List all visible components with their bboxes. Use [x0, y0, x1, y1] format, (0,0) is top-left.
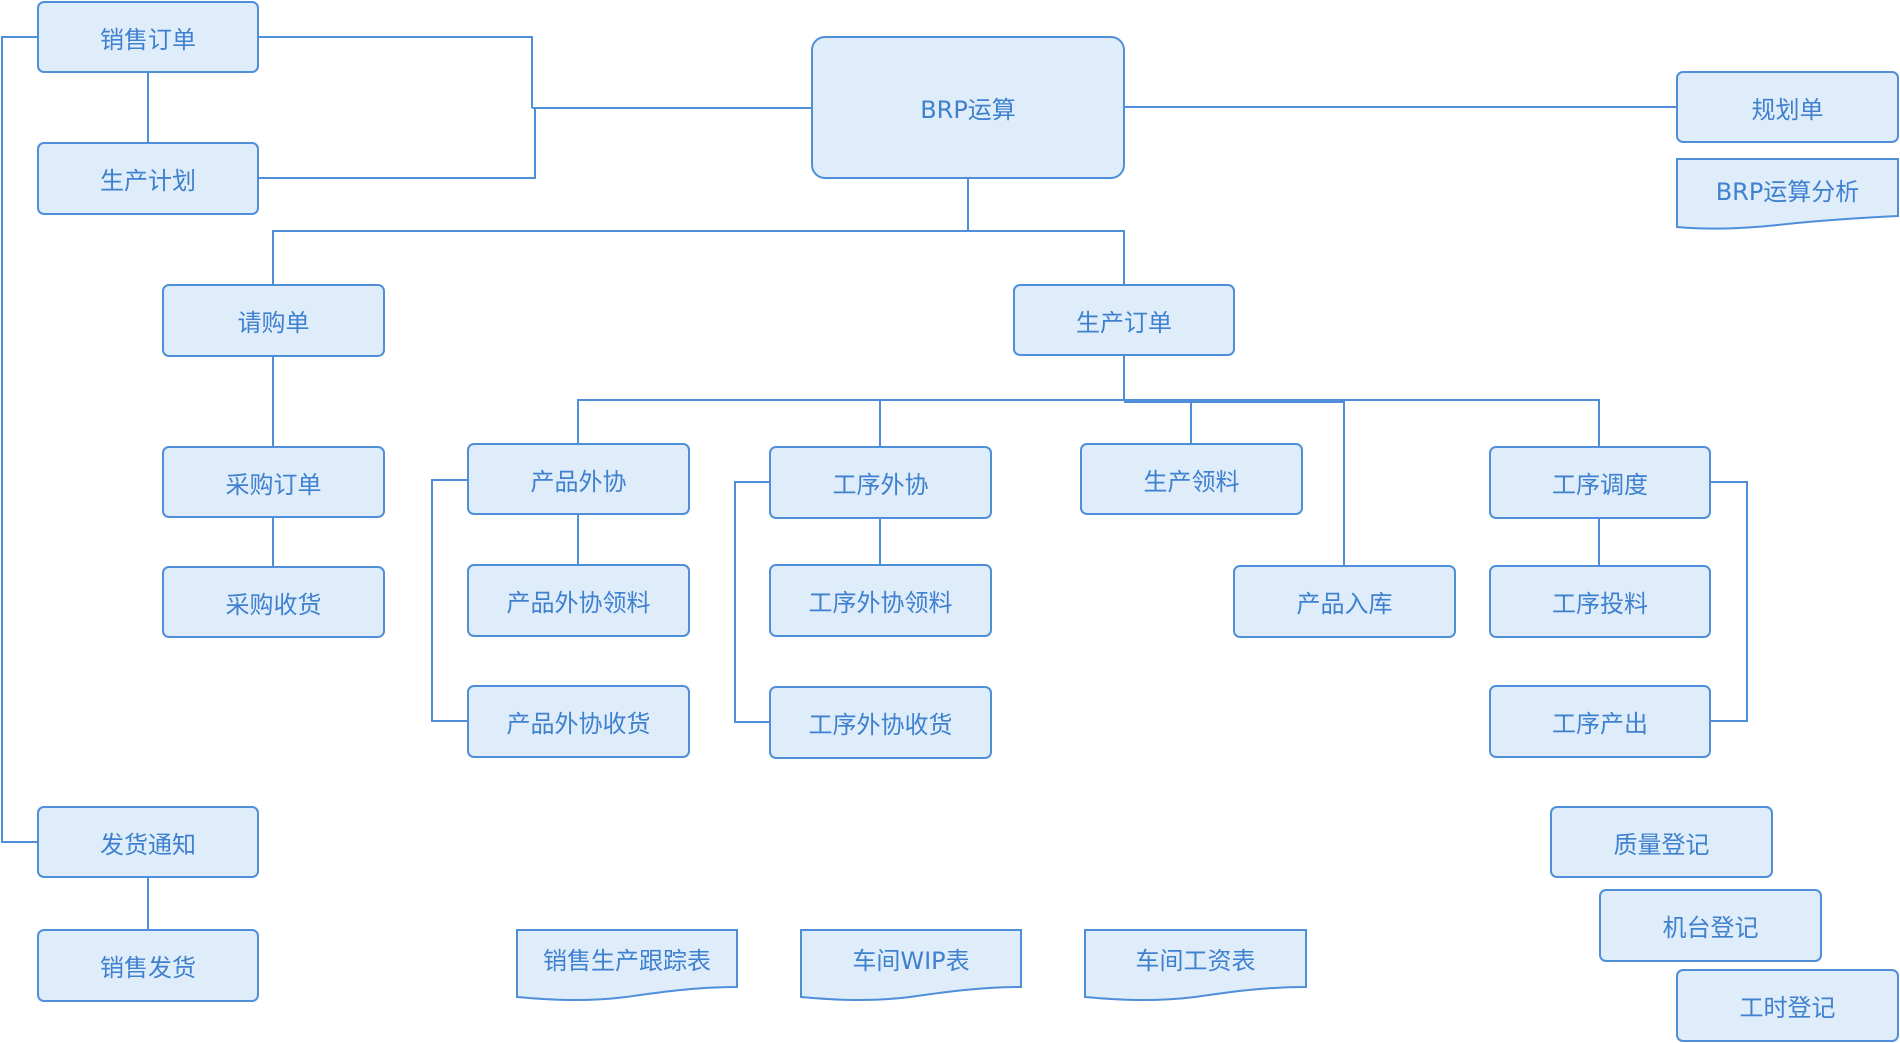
report-label: 车间工资表: [1135, 947, 1256, 975]
node-label: 工序外协: [832, 471, 929, 499]
node-label: 发货通知: [100, 830, 196, 859]
node-delivery-notice[interactable]: 发货通知: [37, 806, 259, 878]
node-sales-order[interactable]: 销售订单: [37, 1, 259, 73]
edge-process-outsource-receipt: [734, 481, 769, 723]
node-purchase-request[interactable]: 请购单: [162, 284, 385, 357]
node-process-dispatch[interactable]: 工序调度: [1489, 446, 1711, 519]
node-label: 生产领料: [1143, 467, 1240, 496]
node-plan-doc[interactable]: 规划单: [1676, 71, 1899, 143]
node-label: 生产订单: [1076, 308, 1172, 337]
document-shape-icon: [1676, 158, 1899, 230]
node-process-outsource-receipt[interactable]: 工序外协收货: [769, 686, 992, 759]
node-quality-register[interactable]: 质量登记: [1550, 806, 1773, 878]
node-label: 规划单: [1751, 95, 1824, 124]
edge-product-outsource-receipt: [431, 479, 467, 722]
report-workshop-wage[interactable]: 车间工资表: [1084, 929, 1307, 1002]
node-label: 机台登记: [1662, 914, 1759, 942]
node-production-plan[interactable]: 生产计划: [37, 142, 259, 215]
node-label: 请购单: [237, 309, 310, 337]
node-process-output[interactable]: 工序产出: [1489, 685, 1711, 758]
node-product-stockin[interactable]: 产品入库: [1233, 565, 1456, 638]
node-purchase-order[interactable]: 采购订单: [162, 446, 385, 518]
edge-bus-product-stockin: [1124, 401, 1345, 565]
node-production-order[interactable]: 生产订单: [1013, 284, 1235, 356]
node-sales-shipment[interactable]: 销售发货: [37, 929, 259, 1002]
node-process-feeding[interactable]: 工序投料: [1489, 565, 1711, 638]
node-product-outsource-receipt[interactable]: 产品外协收货: [467, 685, 690, 758]
node-hours-register[interactable]: 工时登记: [1676, 969, 1899, 1042]
node-product-outsource-picking[interactable]: 产品外协领料: [467, 564, 690, 637]
node-label: 工序外协领料: [808, 589, 953, 617]
document-shape-icon: [1084, 929, 1307, 1002]
node-label: 产品外协收货: [506, 710, 651, 738]
node-label: 质量登记: [1613, 830, 1710, 859]
node-process-outsource-picking[interactable]: 工序外协领料: [769, 564, 992, 637]
report-label: 车间WIP表: [852, 947, 970, 975]
report-brp-analysis[interactable]: BRP运算分析: [1676, 158, 1899, 230]
node-label: 工序外协收货: [808, 711, 953, 739]
edge-sales-order-delivery-notice: [1, 36, 37, 843]
node-label: 生产计划: [100, 167, 196, 195]
node-product-outsource[interactable]: 产品外协: [467, 443, 690, 515]
node-label: 工时登记: [1739, 994, 1836, 1022]
edge-sales-order-brp: [259, 36, 533, 108]
node-label: 采购收货: [225, 590, 322, 619]
node-machine-register[interactable]: 机台登记: [1599, 889, 1822, 962]
node-label: 销售订单: [100, 25, 196, 54]
report-sales-production-tracking[interactable]: 销售生产跟踪表: [516, 929, 738, 1002]
node-label: 产品外协领料: [506, 589, 651, 617]
node-process-outsource[interactable]: 工序外协: [769, 446, 992, 519]
edge-brp-branch: [272, 230, 1125, 284]
edge-production-plan-brp: [259, 108, 536, 179]
node-label: 采购订单: [225, 470, 322, 499]
node-label: 工序产出: [1552, 710, 1648, 738]
report-label: 销售生产跟踪表: [543, 947, 711, 975]
node-brp-calc[interactable]: BRP运算: [811, 36, 1125, 179]
edge-process-dispatch-output: [1711, 481, 1748, 722]
node-label: 销售发货: [100, 954, 196, 982]
node-label: 产品外协: [530, 467, 627, 496]
edge-production-order-bus: [577, 399, 1600, 446]
node-label: 产品入库: [1296, 590, 1393, 618]
document-shape-icon: [800, 929, 1022, 1002]
node-label: 工序调度: [1552, 471, 1648, 499]
node-label: BRP运算: [920, 96, 1016, 124]
report-workshop-wip[interactable]: 车间WIP表: [800, 929, 1022, 1002]
node-label: 工序投料: [1552, 590, 1648, 618]
report-label: BRP运算分析: [1715, 178, 1860, 206]
node-production-picking[interactable]: 生产领料: [1080, 443, 1303, 515]
document-shape-icon: [516, 929, 738, 1002]
node-purchase-receipt[interactable]: 采购收货: [162, 566, 385, 638]
